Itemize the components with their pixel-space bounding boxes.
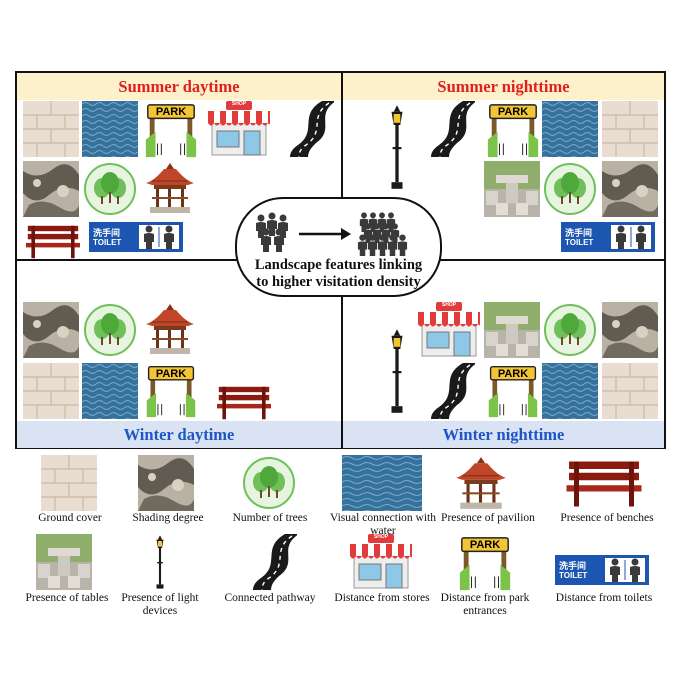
trees-icon bbox=[241, 455, 297, 511]
crowd-increase-icon bbox=[256, 212, 408, 256]
lamp-icon bbox=[386, 101, 408, 193]
shading-icon bbox=[138, 455, 194, 511]
water-icon bbox=[342, 455, 422, 511]
pavilion-icon bbox=[451, 455, 511, 513]
park-entrance-icon: PARK bbox=[142, 101, 200, 159]
lamp-icon bbox=[151, 534, 169, 590]
shop-sign-text: SHOP bbox=[231, 101, 247, 107]
ground-cover-icon bbox=[41, 455, 97, 511]
tables-icon bbox=[36, 534, 92, 590]
toilet-sign-icon: 洗手间 TOILET bbox=[561, 222, 655, 252]
legend-tables: Presence of tables bbox=[25, 592, 109, 604]
toilet-cn-text: 洗手间 bbox=[565, 229, 593, 239]
shop-icon: SHOP bbox=[204, 101, 274, 157]
water-icon bbox=[542, 363, 598, 419]
pavilion-icon bbox=[142, 161, 198, 217]
trees-icon bbox=[542, 161, 598, 217]
park-sign-text: PARK bbox=[497, 106, 529, 118]
road-icon bbox=[278, 101, 334, 157]
summer-daytime-title: Summer daytime bbox=[17, 73, 341, 100]
road-icon bbox=[241, 534, 297, 590]
road-icon bbox=[419, 101, 475, 157]
center-caption-line2: to higher visitation density bbox=[256, 274, 421, 290]
shop-icon: SHOP bbox=[346, 534, 416, 590]
summer-nighttime-title: Summer nighttime bbox=[343, 73, 664, 100]
legend-shading: Shading degree bbox=[132, 512, 204, 524]
water-icon bbox=[82, 101, 138, 157]
tables-icon bbox=[484, 161, 540, 217]
toilet-figures bbox=[605, 558, 645, 582]
park-entrance-icon: PARK bbox=[456, 534, 514, 592]
center-caption-line1: Landscape features linking bbox=[254, 257, 423, 273]
legend-lights: Presence of light devices bbox=[121, 592, 199, 617]
shading-icon bbox=[602, 161, 658, 217]
legend-stores: Distance from stores bbox=[334, 592, 430, 604]
shop-sign-text: SHOP bbox=[373, 534, 389, 540]
toilet-cn-text: 洗手间 bbox=[559, 562, 587, 572]
legend-toilets: Distance from toilets bbox=[555, 592, 653, 604]
pavilion-icon bbox=[142, 302, 198, 358]
toilet-figures bbox=[139, 225, 179, 249]
trees-icon bbox=[542, 302, 598, 358]
park-entrance-icon: PARK bbox=[142, 363, 200, 419]
road-icon bbox=[419, 363, 475, 419]
legend-pathway: Connected pathway bbox=[224, 592, 316, 604]
shading-icon bbox=[23, 161, 79, 217]
winter-daytime-title: Winter daytime bbox=[17, 421, 341, 448]
legend-ground-cover: Ground cover bbox=[38, 512, 102, 524]
ground-cover-icon bbox=[602, 101, 658, 157]
park-sign-text: PARK bbox=[155, 368, 187, 380]
bench-icon bbox=[563, 459, 645, 509]
toilet-en-text: TOILET bbox=[93, 238, 122, 247]
trees-icon bbox=[82, 302, 138, 358]
bench-icon bbox=[213, 385, 275, 421]
bench-icon bbox=[23, 224, 83, 260]
legend-benches: Presence of benches bbox=[560, 512, 654, 524]
park-sign-text: PARK bbox=[155, 106, 187, 118]
park-entrance-icon: PARK bbox=[484, 101, 542, 159]
tables-icon bbox=[484, 302, 540, 358]
shading-icon bbox=[23, 302, 79, 358]
ground-cover-icon bbox=[602, 363, 658, 419]
park-sign-text: PARK bbox=[497, 368, 529, 380]
shading-icon bbox=[602, 302, 658, 358]
toilet-sign-icon: 洗手间 TOILET bbox=[89, 222, 183, 252]
water-icon bbox=[82, 363, 138, 419]
ground-cover-icon bbox=[23, 101, 79, 157]
toilet-figures bbox=[611, 225, 651, 249]
toilet-en-text: TOILET bbox=[559, 571, 588, 580]
shop-icon: SHOP bbox=[414, 302, 484, 358]
legend-pavilion: Presence of pavilion bbox=[441, 512, 535, 524]
toilet-sign-icon: 洗手间 TOILET bbox=[555, 555, 649, 585]
lamp-icon bbox=[386, 325, 408, 417]
winter-nighttime-title: Winter nighttime bbox=[343, 421, 664, 448]
ground-cover-icon bbox=[23, 363, 79, 419]
shop-sign-text: SHOP bbox=[441, 302, 457, 308]
park-sign-text: PARK bbox=[469, 539, 501, 551]
legend-trees: Number of trees bbox=[232, 512, 308, 524]
water-icon bbox=[542, 101, 598, 157]
toilet-en-text: TOILET bbox=[565, 238, 594, 247]
legend-entrances: Distance from park entrances bbox=[440, 592, 530, 617]
toilet-cn-text: 洗手间 bbox=[93, 229, 121, 239]
center-caption: Landscape features linking to higher vis… bbox=[235, 257, 442, 291]
trees-icon bbox=[82, 161, 138, 217]
park-entrance-icon: PARK bbox=[484, 363, 542, 419]
